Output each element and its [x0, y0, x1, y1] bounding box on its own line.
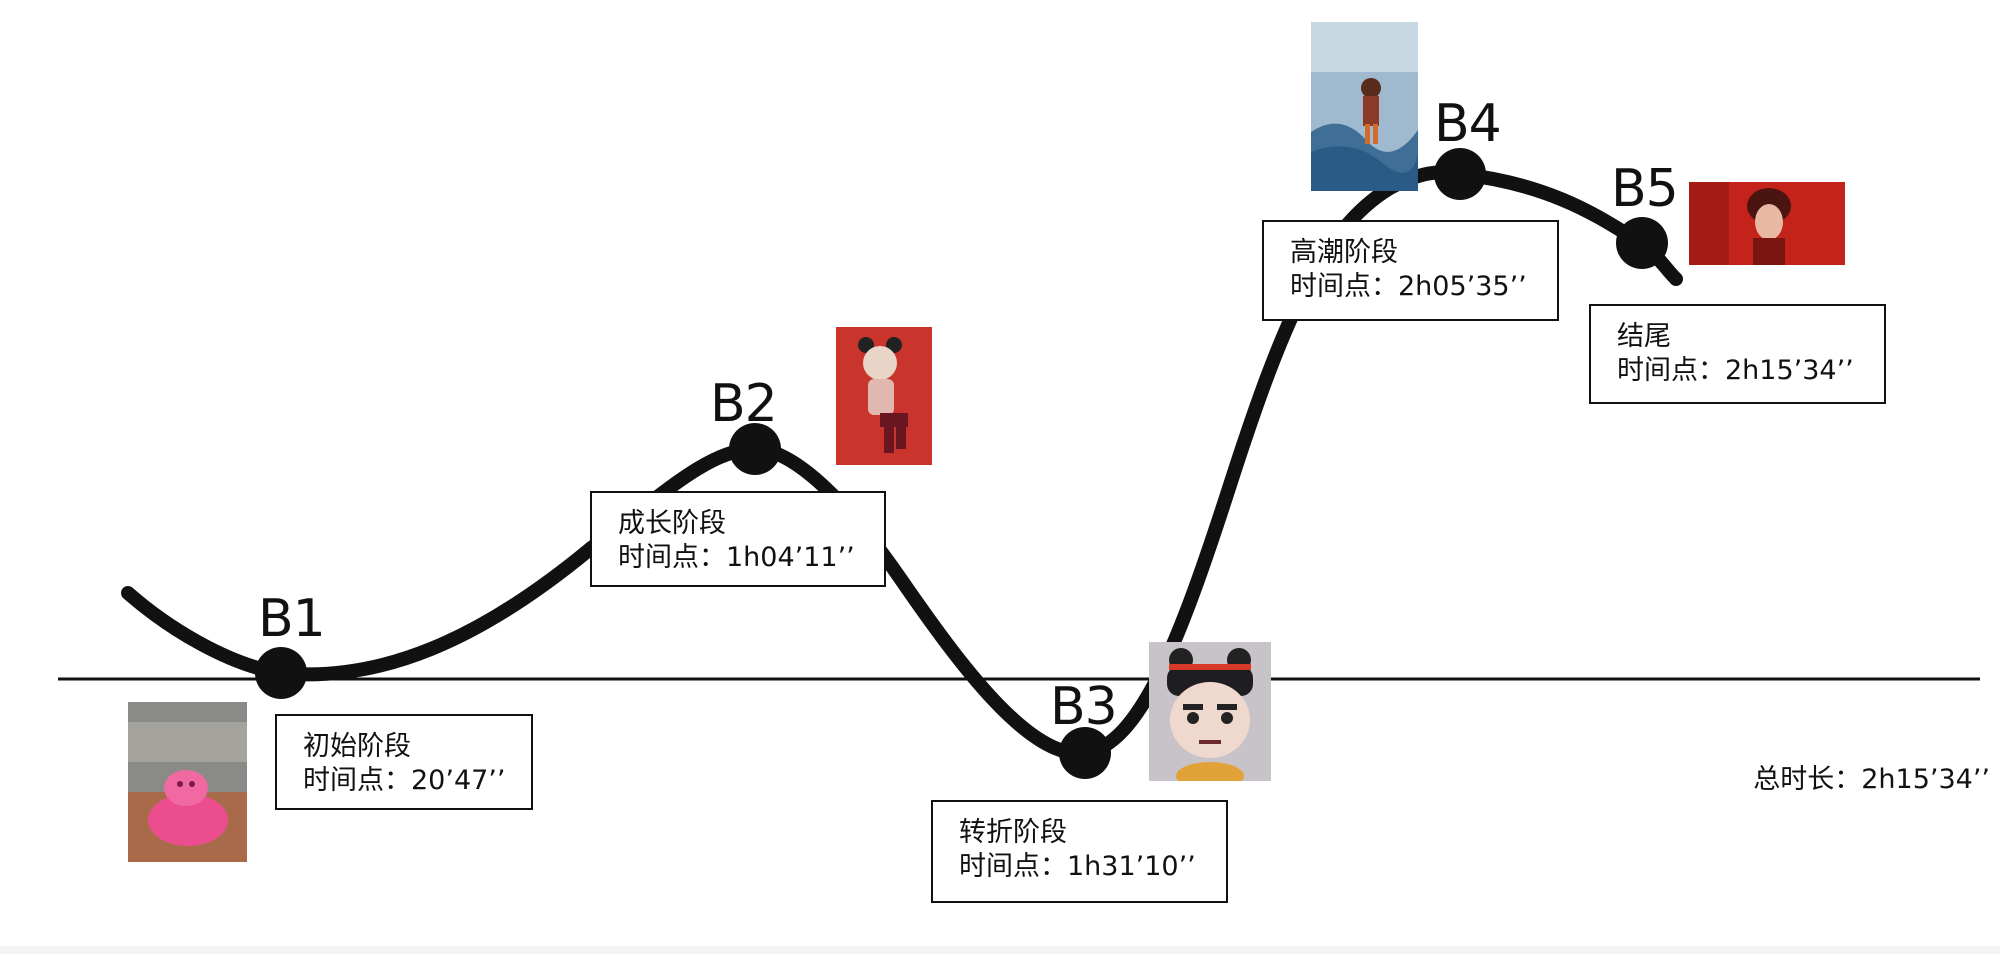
point-b3-stage: 转折阶段: [959, 817, 1067, 848]
point-b1-label: B1: [258, 589, 326, 649]
thumb-b1-image: [128, 702, 247, 862]
point-b3-time: 时间点：1h31’10’’: [959, 851, 1196, 882]
point-b4-label: B4: [1434, 94, 1502, 154]
point-b5-label: B5: [1611, 159, 1679, 219]
point-b4-info-box: 高潮阶段 时间点：2h05’35’’: [1262, 220, 1559, 321]
point-b2-label: B2: [710, 374, 778, 434]
point-b3-marker: [1059, 727, 1111, 779]
thumb-b2-image: [836, 327, 932, 465]
point-b1-info-box: 初始阶段 时间点：20’47’’: [275, 714, 533, 810]
point-b2-time: 时间点：1h04’11’’: [618, 542, 855, 573]
point-b3-label: B3: [1050, 677, 1118, 737]
point-b1-marker: [255, 647, 307, 699]
bottom-band: [0, 946, 2000, 954]
point-b2-info-box: 成长阶段 时间点：1h04’11’’: [590, 491, 886, 587]
point-b4-time: 时间点：2h05’35’’: [1290, 271, 1527, 302]
total-duration: 总时长：2h15’34’’: [1753, 764, 1990, 795]
point-b5-stage: 结尾: [1617, 321, 1671, 352]
point-b1-stage: 初始阶段: [303, 731, 411, 762]
point-b4-marker: [1434, 148, 1486, 200]
point-b3-info-box: 转折阶段 时间点：1h31’10’’: [931, 800, 1228, 903]
point-b4-stage: 高潮阶段: [1290, 237, 1398, 268]
point-b5-marker: [1616, 217, 1668, 269]
thumb-b5-image: [1689, 182, 1845, 265]
point-b1-time: 时间点：20’47’’: [303, 765, 506, 796]
point-b2-marker: [729, 423, 781, 475]
thumb-b3-image: [1149, 642, 1271, 781]
point-b5-time: 时间点：2h15’34’’: [1617, 355, 1854, 386]
thumb-b4-image: [1311, 22, 1418, 191]
point-b2-stage: 成长阶段: [618, 508, 726, 539]
point-b5-info-box: 结尾 时间点：2h15’34’’: [1589, 304, 1886, 404]
